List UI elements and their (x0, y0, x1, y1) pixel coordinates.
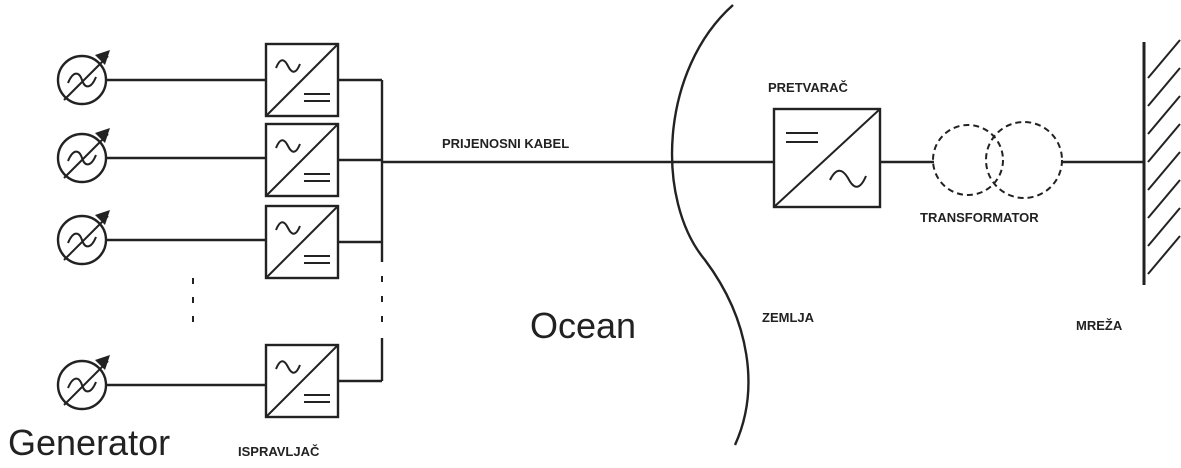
generator-symbol-2 (56, 126, 112, 184)
rectifier-group (264, 42, 340, 419)
transformer-label: TRANSFORMATOR (920, 210, 1039, 225)
grid-symbol (1142, 39, 1181, 285)
land-label: ZEMLJA (762, 310, 815, 325)
converter-symbol (772, 107, 882, 209)
rectifier-symbol-4 (264, 343, 340, 419)
converter-label: PRETVARAČ (768, 80, 849, 95)
generator-label: Generator (8, 422, 170, 463)
rectifier-wires (338, 78, 382, 383)
rectifier-symbol-3 (264, 204, 340, 280)
rectifier-label: ISPRAVLJAČ (238, 444, 320, 459)
rectifier-symbol-1 (264, 42, 340, 118)
generator-symbol-1 (56, 48, 112, 106)
shoreline-curve (670, 4, 750, 446)
cable-label: PRIJENOSNI KABEL (442, 136, 569, 151)
generator-wires (106, 78, 266, 387)
generator-group (56, 48, 194, 411)
transformer-symbol (932, 121, 1063, 199)
generator-symbol-4 (56, 353, 112, 411)
ocean-label: Ocean (530, 305, 636, 346)
generator-symbol-3 (56, 208, 112, 266)
grid-label: MREŽA (1076, 318, 1123, 333)
rectifier-symbol-2 (264, 122, 340, 198)
